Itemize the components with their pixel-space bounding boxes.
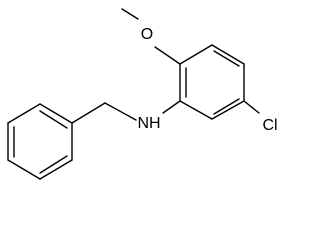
bond-phenyl-e-inner — [39, 155, 68, 174]
bond-ring-d-inner — [213, 98, 240, 115]
bond-ring-b — [211, 44, 245, 65]
bond-ring-a — [179, 44, 213, 65]
bond-phenyl-e — [39, 159, 73, 180]
structure-canvas: O NH Cl — [7, 8, 278, 180]
bond-phenyl-d — [7, 159, 41, 180]
bond-phenyl-a — [39, 103, 73, 124]
bond-methylene-phenyl — [71, 102, 106, 124]
bond-ring-amine — [162, 100, 181, 114]
bond-ring-d — [211, 100, 245, 120]
bond-oxygen-ring — [154, 46, 181, 65]
bond-phenyl-b — [7, 103, 41, 124]
bond-amine-methylene — [104, 102, 137, 121]
oxygen-label: O — [141, 26, 153, 43]
bond-ring-b-inner — [213, 50, 240, 67]
amine-label: NH — [137, 115, 160, 132]
bond-ring-e — [179, 100, 213, 120]
bond-phenyl-a-inner — [39, 110, 68, 129]
chlorine-label: Cl — [262, 117, 277, 134]
bond-methyl-oxygen — [121, 8, 139, 20]
bond-ring-chlorine — [243, 100, 260, 114]
chemical-structure-diagram: O NH Cl — [7, 8, 278, 180]
